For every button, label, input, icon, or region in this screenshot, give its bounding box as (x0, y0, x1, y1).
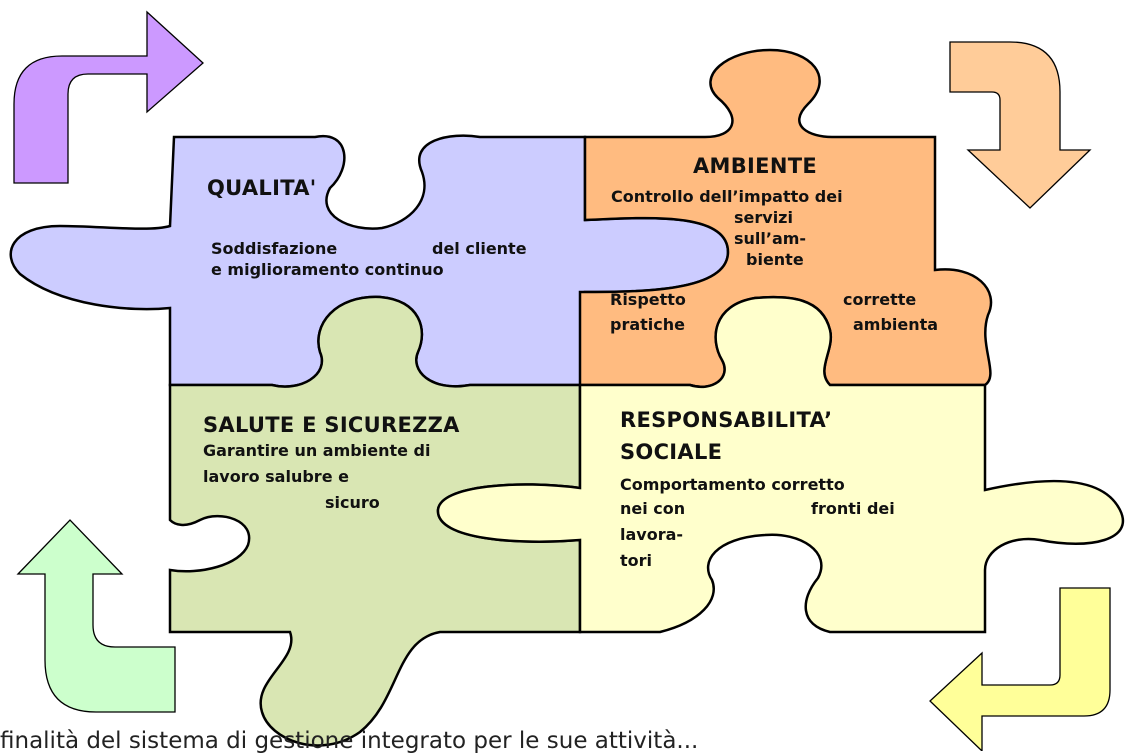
ambiente-desc-6a: pratiche (610, 315, 685, 334)
puzzle-piece-responsabilita (436, 295, 1125, 634)
responsabilita-desc-2a: nei con (620, 499, 686, 518)
ambiente-desc-5a: Rispetto (610, 290, 686, 309)
responsabilita-title-1: RESPONSABILITA’ (620, 408, 833, 432)
responsabilita-desc-3: lavora- (620, 525, 684, 544)
ambiente-desc-5b: corrette (843, 290, 917, 309)
curved-arrow-down-left-icon (929, 587, 1111, 751)
caption-text: finalità del sistema di gestione integra… (0, 728, 699, 754)
responsabilita-desc-2b: fronti dei (811, 499, 895, 518)
qualita-desc-a: Soddisfazione (211, 239, 338, 258)
ambiente-desc-3: sull’am- (734, 229, 807, 248)
salute-desc-3: sicuro (325, 493, 380, 512)
salute-desc-1: Garantire un ambiente di (203, 441, 431, 460)
ambiente-desc-6b: ambienta (853, 315, 939, 334)
responsabilita-desc-4: tori (620, 551, 653, 570)
ambiente-desc-4: biente (746, 250, 804, 269)
qualita-desc-c: e miglioramento continuo (211, 260, 444, 279)
responsabilita-desc-1: Comportamento corretto (620, 475, 845, 494)
curved-arrow-up-icon (16, 519, 176, 713)
qualita-desc-b: del cliente (432, 239, 527, 258)
ambiente-title: AMBIENTE (693, 154, 817, 178)
qualita-title: QUALITA' (207, 176, 317, 200)
salute-desc-2: lavoro salubre e (203, 467, 349, 486)
curved-arrow-up-right-icon (13, 10, 204, 184)
curved-arrow-down-icon (949, 41, 1092, 209)
responsabilita-title-2: SOCIALE (620, 440, 723, 464)
salute-title: SALUTE E SICUREZZA (203, 413, 460, 437)
ambiente-desc-2: servizi (734, 208, 793, 227)
ambiente-desc-1: Controllo dell’impatto dei (611, 187, 843, 206)
